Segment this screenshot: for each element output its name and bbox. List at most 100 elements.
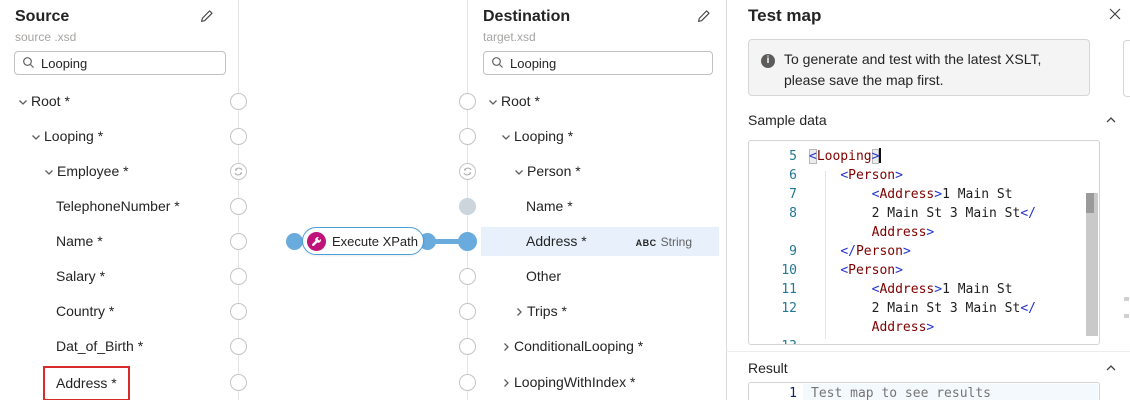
scroll-mark: [1124, 297, 1129, 301]
tree-node-source-root[interactable]: Root *: [0, 87, 236, 116]
tree-node-destination-looping[interactable]: Looping *: [481, 122, 719, 151]
result-placeholder: Test map to see results: [811, 386, 992, 400]
line-number: 8: [789, 206, 797, 221]
search-icon: [22, 56, 35, 74]
connection-point[interactable]: [458, 373, 476, 391]
info-banner-text: To generate and test with the latest XSL…: [784, 51, 1042, 88]
code-line: 10 <Person>: [749, 261, 1099, 280]
connection-point[interactable]: [458, 268, 476, 286]
line-number: 6: [789, 168, 797, 183]
tree-node-label: TelephoneNumber *: [56, 197, 180, 214]
chevron-down-icon[interactable]: [487, 95, 499, 107]
tree-node-label: Employee *: [57, 162, 129, 179]
tree-node-source-salary[interactable]: Salary *: [0, 262, 236, 291]
tree-node-source-looping[interactable]: Looping *: [0, 122, 236, 151]
editor-scrollbar[interactable]: [1086, 193, 1098, 336]
tree-node-destination-name[interactable]: Name *: [481, 192, 719, 221]
source-panel-title: Source: [15, 8, 70, 25]
code-text: <Person>: [840, 263, 903, 278]
tree-node-label: Looping *: [44, 127, 104, 144]
tree-node-label: Name *: [526, 197, 573, 214]
destination-search-input[interactable]: [508, 53, 672, 73]
chevron-down-icon[interactable]: [513, 165, 525, 177]
tree-node-source-country[interactable]: Country *: [0, 297, 236, 326]
source-search-box: [14, 51, 226, 75]
tree-node-label: Root *: [501, 92, 540, 109]
connection-point[interactable]: [229, 338, 247, 356]
connection-point[interactable]: [458, 338, 476, 356]
connection-point[interactable]: [458, 92, 476, 110]
code-text: <Address>1 Main St: [871, 282, 1013, 297]
tree-node-label: ConditionalLooping *: [514, 338, 644, 355]
tree-node-label: Address *: [43, 365, 130, 400]
tree-node-destination-person[interactable]: Person *: [481, 157, 719, 186]
tree-node-source-address[interactable]: Address *: [0, 365, 236, 400]
chevron-right-icon[interactable]: [513, 305, 525, 317]
chevron-right-icon[interactable]: [500, 376, 512, 388]
source-file-name: source .xsd: [15, 30, 77, 44]
sample-data-code-editor[interactable]: 5<Looping> 6 <Person> 7 <Address>1 Main St…: [748, 140, 1100, 345]
collapse-sample-data-icon[interactable]: [1105, 113, 1117, 125]
active-line-highlight: [803, 384, 1098, 400]
tree-node-source-telephonenumber[interactable]: TelephoneNumber *: [0, 192, 236, 221]
text-cursor: [879, 148, 881, 163]
execute-xpath-function-node[interactable]: Execute XPath: [302, 227, 424, 255]
connection-point[interactable]: [229, 373, 247, 391]
connection-point[interactable]: [229, 197, 247, 215]
tree-node-destination-trips[interactable]: Trips *: [481, 297, 719, 326]
chevron-right-icon[interactable]: [500, 340, 512, 352]
connection-point[interactable]: [458, 127, 476, 145]
tree-node-destination-other[interactable]: Other: [481, 262, 719, 291]
chevron-down-icon[interactable]: [43, 165, 55, 177]
tree-node-label: Salary *: [56, 268, 106, 285]
tree-node-label: Country *: [56, 303, 115, 320]
code-text: 2 Main St 3 Main St</: [871, 301, 1036, 316]
connection-point[interactable]: [229, 127, 247, 145]
loop-connection-icon[interactable]: [458, 162, 476, 180]
tree-node-source-name[interactable]: Name *: [0, 227, 236, 256]
line-number: 10: [781, 263, 797, 278]
source-search-input[interactable]: [39, 53, 190, 73]
edit-destination-schema-icon[interactable]: [697, 9, 711, 28]
test-map-title: Test map: [748, 6, 822, 25]
connection-point[interactable]: [229, 92, 247, 110]
connection-edge[interactable]: [427, 239, 469, 244]
close-icon[interactable]: [1108, 7, 1122, 26]
chevron-down-icon[interactable]: [30, 130, 42, 142]
chevron-down-icon[interactable]: [500, 130, 512, 142]
result-code-editor[interactable]: 1 Test map to see results: [748, 382, 1100, 400]
code-line: Address>: [749, 223, 1099, 242]
connection-point[interactable]: [458, 303, 476, 321]
function-input-handle[interactable]: [286, 233, 303, 250]
tree-node-destination-loopingwithindex[interactable]: LoopingWithIndex *: [481, 368, 719, 397]
connection-point[interactable]: [229, 233, 247, 250]
code-line: 9 </Person>: [749, 242, 1099, 261]
edit-source-schema-icon[interactable]: [200, 9, 214, 28]
connection-point[interactable]: [458, 197, 476, 215]
result-section-header: Result: [748, 360, 788, 376]
tree-node-label: Address *: [526, 233, 587, 249]
code-text: 2 Main St 3 Main St</: [871, 206, 1036, 221]
line-number: 7: [789, 187, 797, 202]
code-text: <Person>: [840, 168, 903, 183]
editor-scrollbar-thumb[interactable]: [1086, 193, 1094, 213]
chevron-down-icon[interactable]: [17, 95, 29, 107]
code-line: Address>: [749, 318, 1099, 337]
tree-node-source-datofbirth[interactable]: Dat_of_Birth *: [0, 332, 236, 361]
tree-node-label: Person *: [527, 162, 581, 179]
tree-node-destination-root[interactable]: Root *: [481, 87, 719, 116]
connection-point[interactable]: [229, 268, 247, 286]
connection-point[interactable]: [229, 303, 247, 321]
tree-node-source-employee[interactable]: Employee *: [0, 157, 236, 186]
collapse-result-icon[interactable]: [1105, 361, 1117, 373]
tree-node-destination-conditionallooping[interactable]: ConditionalLooping *: [481, 332, 719, 361]
tree-node-label: Looping *: [514, 127, 574, 144]
code-text: <Address>1 Main St: [871, 187, 1013, 202]
sample-data-section-header: Sample data: [748, 112, 827, 128]
code-line: 5<Looping>: [749, 147, 1099, 166]
clipped-element-edge: [1123, 40, 1130, 97]
loop-connection-icon[interactable]: [229, 162, 247, 180]
